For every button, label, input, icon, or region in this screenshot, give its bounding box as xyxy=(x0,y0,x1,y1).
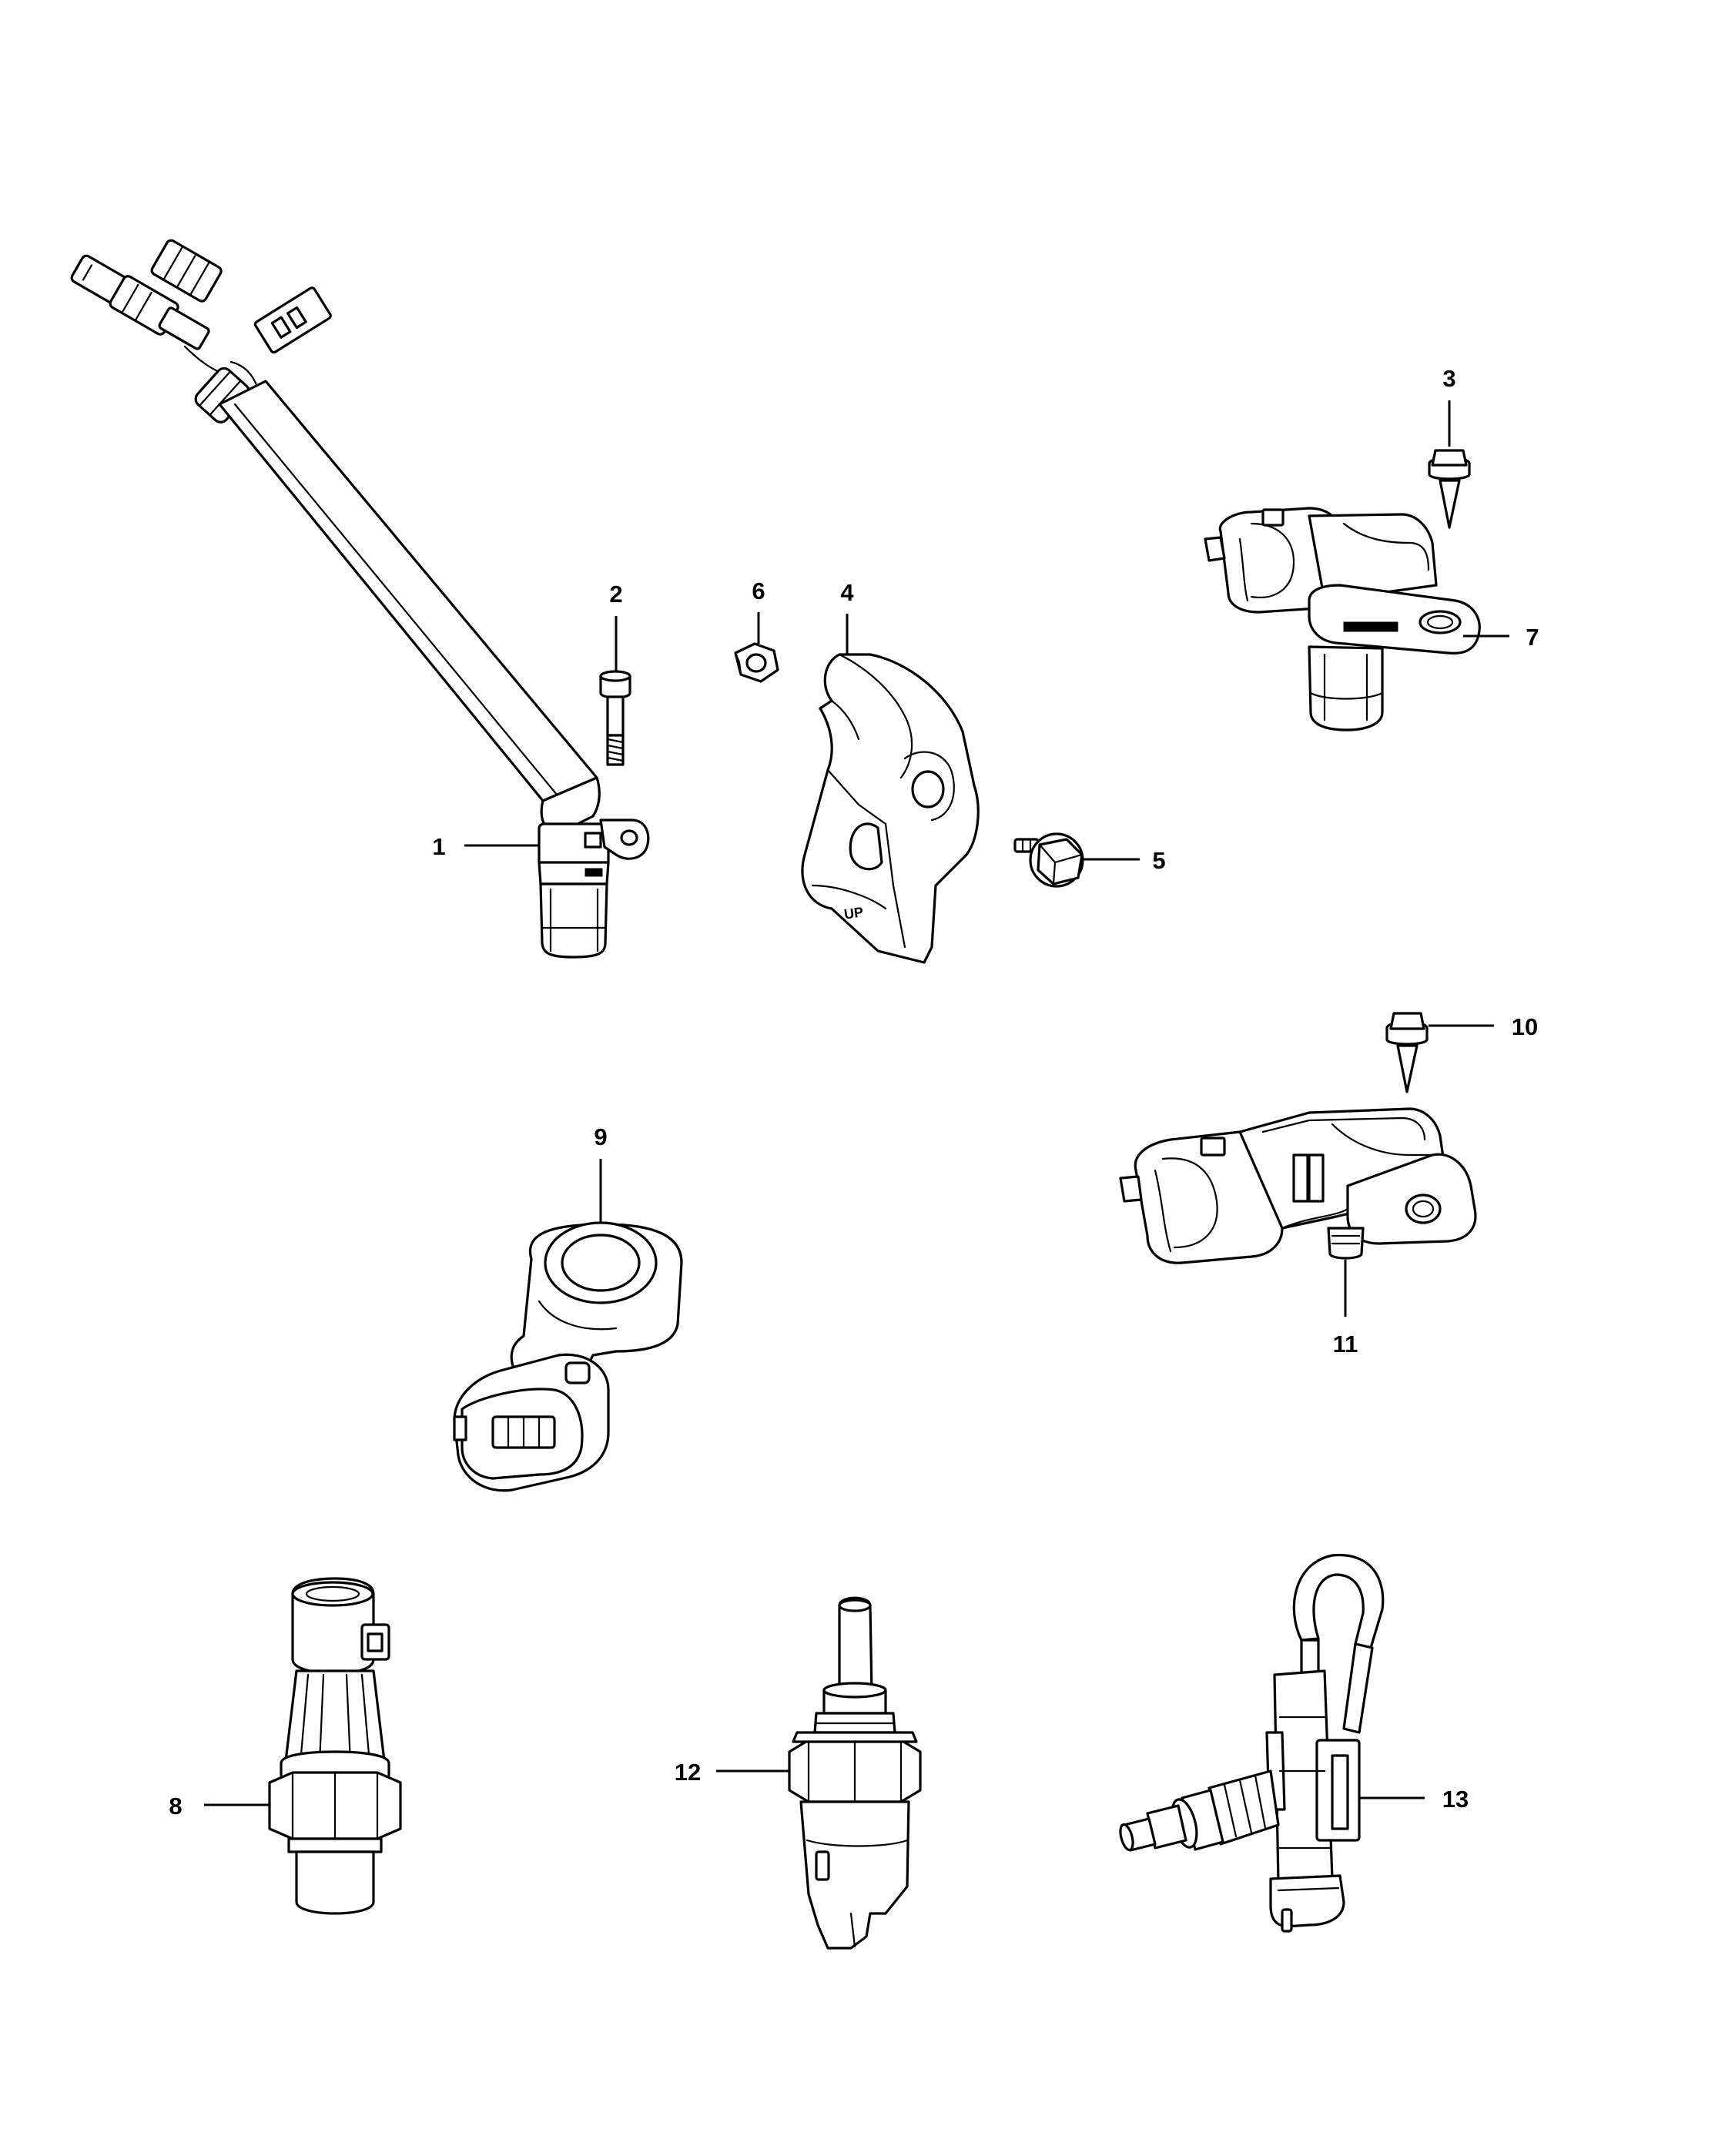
callout-2: 2 xyxy=(609,581,622,608)
callout-9: 9 xyxy=(594,1123,607,1150)
callout-13: 13 xyxy=(1442,1786,1469,1813)
part-1-crank-sensor[interactable] xyxy=(69,239,650,959)
part-5-bolt[interactable] xyxy=(1013,832,1084,888)
callout-7: 7 xyxy=(1526,624,1539,651)
part-8-pressure-switch[interactable] xyxy=(268,1577,402,1915)
part-7-cam-sensor[interactable] xyxy=(1204,507,1481,732)
part-11-map-sensor[interactable] xyxy=(1119,1107,1477,1264)
part-3-bolt[interactable] xyxy=(1428,449,1471,529)
part-6-nut[interactable] xyxy=(734,642,779,683)
callout-6: 6 xyxy=(752,578,765,604)
callout-11: 11 xyxy=(1333,1331,1358,1358)
callout-8: 8 xyxy=(169,1793,182,1820)
part-2-bolt[interactable] xyxy=(599,670,631,766)
callout-1: 1 xyxy=(432,833,445,860)
callout-10: 10 xyxy=(1512,1013,1538,1040)
part-13-pigtail-sensor[interactable] xyxy=(1118,1553,1385,1933)
callout-3: 3 xyxy=(1442,365,1455,392)
callout-4: 4 xyxy=(840,579,854,606)
callout-labels: 1 2 3 4 5 6 7 8 9 10 11 12 13 xyxy=(169,365,1539,1820)
part-4-bracket[interactable]: UP xyxy=(801,653,980,964)
callout-5: 5 xyxy=(1152,847,1165,874)
bracket-up-stamp: UP xyxy=(843,904,865,922)
leader-lines xyxy=(204,400,1509,1806)
part-12-temp-sensor[interactable] xyxy=(788,1596,922,1950)
callout-12: 12 xyxy=(675,1759,701,1786)
part-10-bolt[interactable] xyxy=(1385,1012,1429,1093)
part-9-knock-sensor[interactable] xyxy=(453,1221,683,1492)
